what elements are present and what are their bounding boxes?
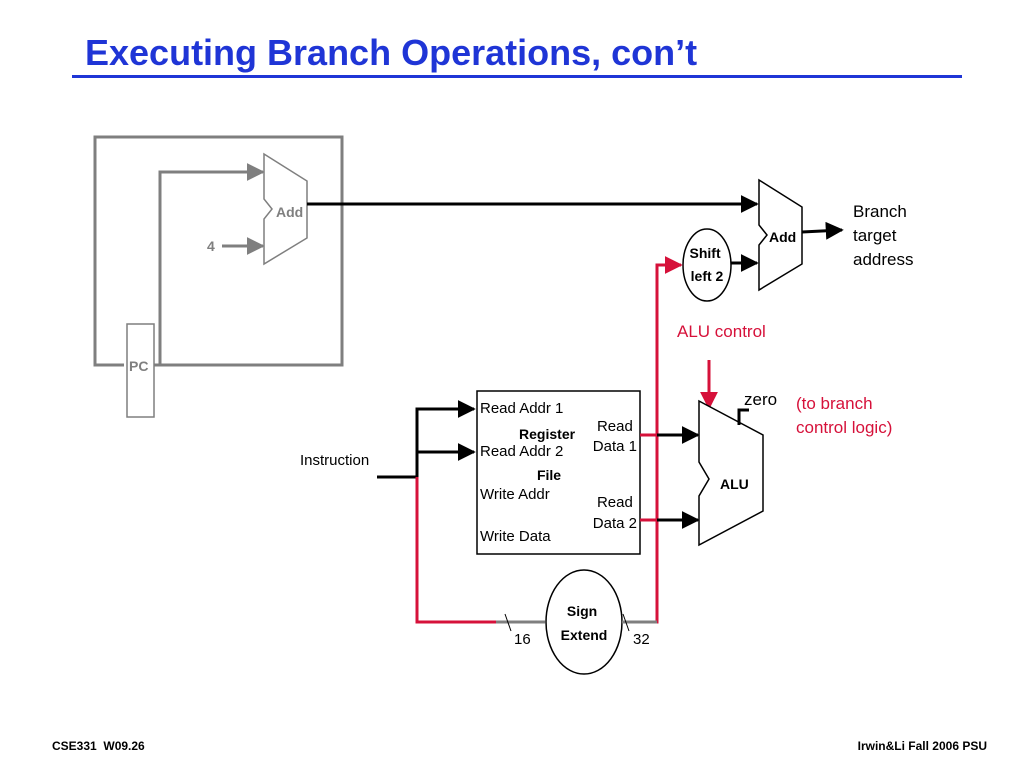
branch-target-label: Branch target address (853, 202, 913, 269)
register-file (476, 390, 641, 555)
write-addr-label: Write Addr (480, 486, 550, 503)
pc-adder (263, 152, 308, 266)
branch-adder-label: Add (769, 229, 796, 245)
write-data-label: Write Data (480, 528, 551, 545)
zero-wire (737, 408, 749, 425)
zero-label: zero (744, 390, 777, 409)
footer-right: Irwin&Li Fall 2006 PSU (857, 739, 987, 753)
read-data-2-label: Read Data 2 (593, 494, 637, 532)
pc-label: PC (129, 358, 148, 374)
pc-feedback-wires (93, 135, 344, 367)
title-underline (72, 75, 962, 78)
width-32-label: 32 (633, 631, 650, 648)
sign-extend (545, 569, 623, 675)
read-addr-1-label: Read Addr 1 (480, 400, 563, 417)
shift-left-label: Shift left 2 (690, 245, 725, 284)
pc-register (126, 323, 155, 418)
alu-control-label: ALU control (677, 322, 766, 341)
sign-extend-label: Sign Extend (561, 603, 608, 643)
width-16-label: 16 (514, 631, 531, 648)
read-addr-bus (415, 400, 476, 477)
width-16-tick (504, 613, 512, 632)
footer-left: CSE331 W09.26 (52, 739, 145, 753)
branch-adder (758, 178, 803, 292)
instruction-label: Instruction (300, 452, 369, 469)
width-32-tick (622, 613, 630, 632)
alu-label: ALU (720, 476, 749, 492)
shift-left-2 (682, 228, 732, 302)
slide-title: Executing Branch Operations, con’t (85, 32, 698, 73)
alu (698, 399, 764, 547)
read-addr-2-label: Read Addr 2 (480, 443, 563, 460)
to-branch-logic-label: (to branch control logic) (796, 394, 892, 437)
register-file-title: Register File (519, 426, 579, 483)
branch-target-wire (801, 221, 844, 240)
pc-adder-label: Add (276, 204, 303, 220)
immediate-path (415, 477, 496, 624)
read-data-1-label: Read Data 1 (593, 418, 637, 455)
constant-four: 4 (207, 238, 215, 254)
